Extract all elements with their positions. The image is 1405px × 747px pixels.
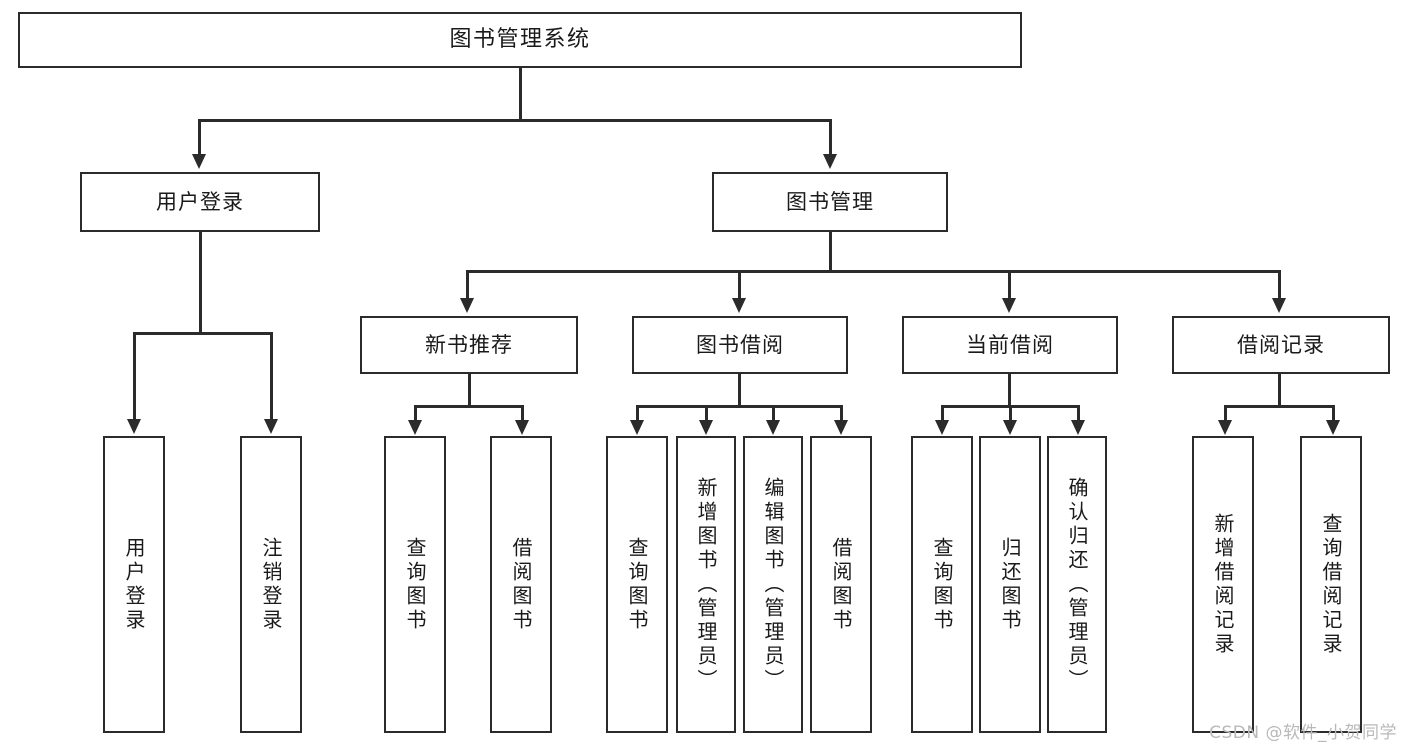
connector-book-manage-stem <box>829 232 832 272</box>
arrow-borrow-record <box>1272 298 1286 313</box>
connector-borrow-record-bar <box>1224 405 1335 408</box>
arrow-new-book-recommend <box>460 298 474 313</box>
node-label: 新增图书（管理员） <box>694 476 718 693</box>
node-label: 查询图书 <box>625 536 649 633</box>
arrow-bb-edit-book <box>766 420 780 435</box>
arrow-leaf-logout <box>264 419 278 434</box>
connector-drop-bb-query <box>636 405 639 421</box>
arrow-nb-borrow-book <box>515 420 529 435</box>
arrow-br-query-record <box>1326 420 1340 435</box>
leaf-bb-edit-book[interactable]: 编辑图书（管理员） <box>743 436 803 733</box>
connector-drop-new-book <box>466 270 469 299</box>
connector-new-book-bar <box>414 405 524 408</box>
connector-drop-book-borrow <box>738 270 741 299</box>
connector-drop-bb-add <box>705 405 708 421</box>
arrow-bb-add-book <box>699 420 713 435</box>
node-borrow-record[interactable]: 借阅记录 <box>1172 316 1390 374</box>
arrow-bb-borrow-book <box>834 420 848 435</box>
leaf-cb-confirm-return[interactable]: 确认归还（管理员） <box>1047 436 1107 733</box>
node-book-borrow[interactable]: 图书借阅 <box>632 316 848 374</box>
leaf-bb-query-book[interactable]: 查询图书 <box>606 436 668 733</box>
arrow-nb-query-book <box>408 420 422 435</box>
node-label: 用户登录 <box>122 536 146 633</box>
connector-current-borrow-stem <box>1008 374 1011 407</box>
node-label: 图书管理 <box>786 189 874 214</box>
leaf-cb-return-book[interactable]: 归还图书 <box>979 436 1041 733</box>
connector-drop-leaf-logout <box>270 332 273 420</box>
connector-book-manage-bar <box>466 270 1278 273</box>
connector-borrow-record-stem <box>1278 374 1281 407</box>
connector-drop-cb-query <box>941 405 944 421</box>
node-label: 用户登录 <box>156 189 244 214</box>
connector-drop-bb-edit <box>772 405 775 421</box>
node-current-borrow[interactable]: 当前借阅 <box>902 316 1118 374</box>
node-label: 图书借阅 <box>696 332 784 357</box>
node-new-book-recommend[interactable]: 新书推荐 <box>360 316 578 374</box>
leaf-br-query-record[interactable]: 查询借阅记录 <box>1300 436 1362 733</box>
node-label: 当前借阅 <box>966 332 1054 357</box>
node-label: 编辑图书（管理员） <box>761 476 785 693</box>
connector-drop-leaf-user-login <box>133 332 136 420</box>
leaf-bb-borrow-book[interactable]: 借阅图书 <box>810 436 872 733</box>
connector-root-bar <box>198 119 831 122</box>
connector-drop-br-add <box>1224 405 1227 421</box>
connector-new-book-stem <box>468 374 471 407</box>
arrow-book-manage <box>823 154 837 169</box>
node-label: 新书推荐 <box>425 332 513 357</box>
node-label: 查询借阅记录 <box>1319 512 1343 657</box>
node-root-system[interactable]: 图书管理系统 <box>18 12 1022 68</box>
connector-drop-cb-confirm <box>1077 405 1080 421</box>
arrow-current-borrow <box>1002 298 1016 313</box>
node-label: 新增借阅记录 <box>1211 512 1235 657</box>
leaf-user-login[interactable]: 用户登录 <box>103 436 165 733</box>
leaf-cb-query-book[interactable]: 查询图书 <box>911 436 973 733</box>
arrow-book-borrow <box>732 298 746 313</box>
connector-drop-book-manage <box>829 119 832 155</box>
connector-root-stem <box>519 68 522 121</box>
node-label: 注销登录 <box>259 536 283 633</box>
node-label: 借阅记录 <box>1237 332 1325 357</box>
node-label: 查询图书 <box>403 536 427 633</box>
leaf-nb-query-book[interactable]: 查询图书 <box>384 436 446 733</box>
leaf-bb-add-book[interactable]: 新增图书（管理员） <box>676 436 736 733</box>
node-label: 图书管理系统 <box>449 27 591 53</box>
node-label: 借阅图书 <box>829 536 853 633</box>
connector-drop-borrow-record <box>1278 270 1281 299</box>
arrow-cb-return-book <box>1003 420 1017 435</box>
leaf-logout[interactable]: 注销登录 <box>240 436 302 733</box>
arrow-leaf-user-login <box>127 419 141 434</box>
node-label: 确认归还（管理员） <box>1065 476 1089 693</box>
leaf-nb-borrow-book[interactable]: 借阅图书 <box>490 436 552 733</box>
connector-drop-user-login <box>198 119 201 155</box>
arrow-bb-query-book <box>630 420 644 435</box>
node-label: 借阅图书 <box>509 536 533 633</box>
connector-user-login-bar <box>133 332 272 335</box>
connector-drop-nb-borrow <box>521 405 524 421</box>
connector-user-login-stem <box>199 232 202 334</box>
arrow-cb-confirm-return <box>1071 420 1085 435</box>
arrow-cb-query-book <box>935 420 949 435</box>
arrow-user-login <box>192 154 206 169</box>
connector-book-borrow-bar <box>636 405 842 408</box>
node-label: 查询图书 <box>930 536 954 633</box>
connector-drop-nb-query <box>414 405 417 421</box>
node-book-management[interactable]: 图书管理 <box>712 172 948 232</box>
connector-drop-current-borrow <box>1008 270 1011 299</box>
leaf-br-add-record[interactable]: 新增借阅记录 <box>1192 436 1254 733</box>
connector-book-borrow-stem <box>738 374 741 407</box>
node-label: 归还图书 <box>998 536 1022 633</box>
connector-drop-cb-return <box>1009 405 1012 421</box>
arrow-br-add-record <box>1218 420 1232 435</box>
connector-drop-bb-borrow <box>840 405 843 421</box>
connector-drop-br-query <box>1332 405 1335 421</box>
node-user-login[interactable]: 用户登录 <box>80 172 320 232</box>
